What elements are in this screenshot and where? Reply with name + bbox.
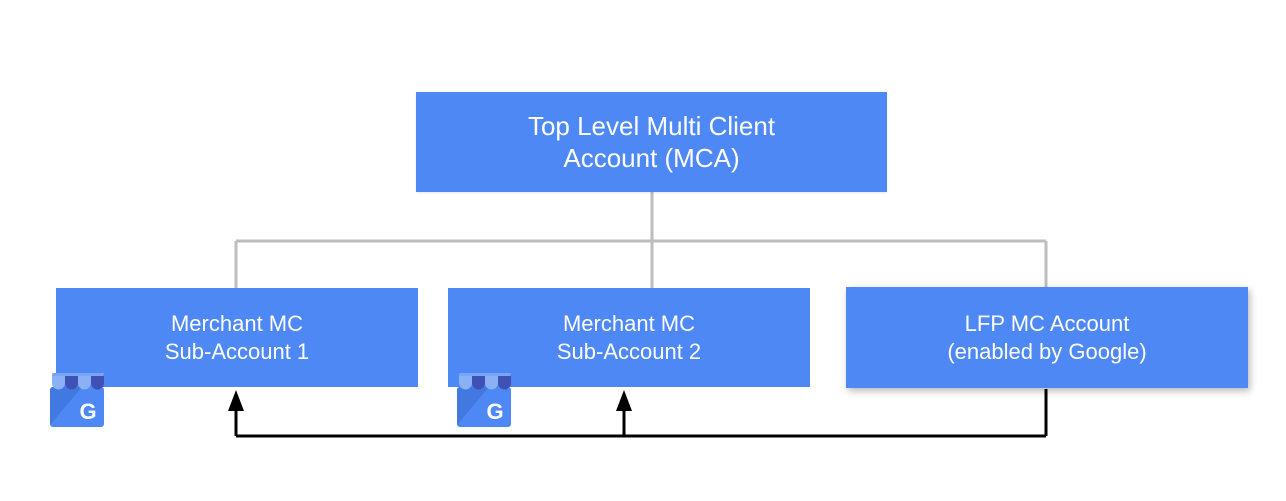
- node-lfp-mc-account-label: LFP MC Account (enabled by Google): [947, 311, 1147, 364]
- storefront-letter-g: G: [486, 399, 503, 424]
- google-business-profile-icon: G: [50, 373, 104, 427]
- node-top-level-mca-label: Top Level Multi Client Account (MCA): [527, 110, 776, 173]
- node-merchant-mc-sub-account-1-label: Merchant MC Sub-Account 1: [164, 311, 310, 364]
- node-merchant-mc-sub-account-2[interactable]: Merchant MC Sub-Account 2: [448, 288, 810, 387]
- storefront-letter-g: G: [79, 399, 96, 424]
- google-business-profile-icon: G: [457, 373, 511, 427]
- node-top-level-mca[interactable]: Top Level Multi Client Account (MCA): [416, 92, 887, 192]
- feed-arrowhead-sub1: [228, 390, 244, 411]
- node-lfp-mc-account[interactable]: LFP MC Account (enabled by Google): [846, 287, 1248, 388]
- node-merchant-mc-sub-account-2-label: Merchant MC Sub-Account 2: [556, 311, 702, 364]
- node-merchant-mc-sub-account-1[interactable]: Merchant MC Sub-Account 1: [56, 288, 418, 387]
- feed-arrowhead-sub2: [616, 390, 632, 411]
